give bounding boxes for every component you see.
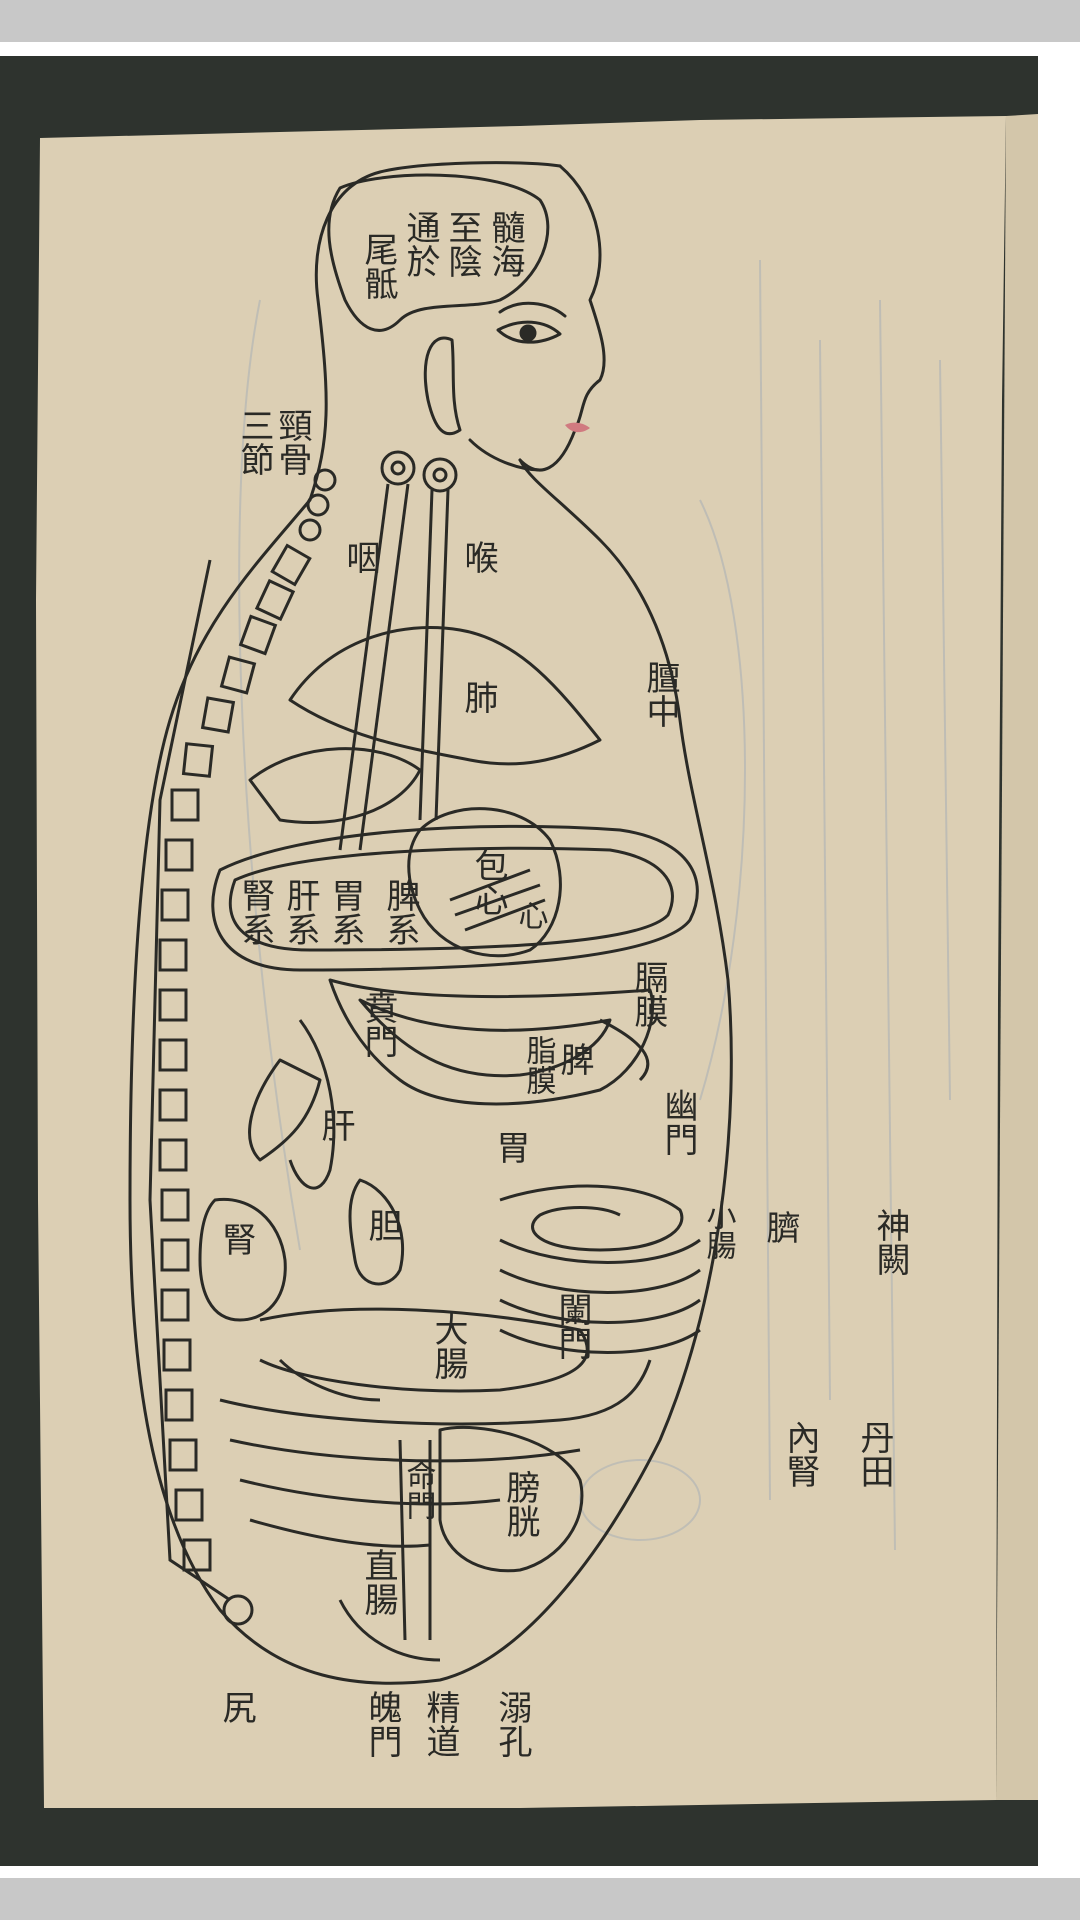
label-pi-xi: 脾系 [380,878,420,946]
next-page-edge [996,114,1038,1800]
bottom-white-strip [0,1866,1080,1878]
label-ni-kong: 溺孔 [492,1690,532,1758]
label-qi: 臍 [760,1210,800,1244]
label-gan: 肝 [315,1108,355,1142]
label-you-men: 幽門 [658,1088,698,1156]
label-wei-xi: 胃系 [325,878,365,946]
lips [565,422,590,433]
right-white-strip [1038,56,1080,1866]
top-gray-band [0,0,1080,42]
label-lan-men: 闌門 [552,1292,592,1360]
label-hou: 喉 [458,540,498,574]
top-white-strip [0,42,1080,56]
label-wei: 胃 [490,1130,530,1164]
label-sui-hai: 髓海 [485,210,525,278]
label-jing-gu: 頸骨 [272,408,312,476]
spine [148,468,337,1626]
organ-labels: 髓海 至陰 通於 尾骶 頸骨 三節 咽 喉 肺 膻中 包心 心 脾系 胃系 肝系… [216,210,910,1758]
label-fei: 肺 [458,680,498,714]
label-shen-que: 神闕 [870,1208,910,1276]
label-ming-men: 命門 [401,1460,436,1520]
organs [198,450,701,1662]
label-tong-yu: 通於 [400,210,440,278]
label-zhi-mo: 脂膜 [521,1035,557,1095]
label-dan-tian: 丹田 [854,1420,894,1488]
label-pang-guang: 膀胱 [500,1470,540,1538]
label-kao: 尻 [216,1690,256,1724]
label-xiao-chang: 小腸 [701,1200,737,1260]
label-wei-di: 尾骶 [358,232,398,300]
label-po-men: 魄門 [362,1690,402,1758]
label-ben-men: 賁門 [358,990,398,1058]
body-outline [128,161,733,1685]
label-zhi-chang: 直腸 [358,1548,398,1616]
label-yan: 咽 [340,540,380,574]
label-nei-shen: 內腎 [780,1420,820,1488]
label-jing-dao: 精道 [420,1690,460,1758]
label-ge-mo: 膈膜 [628,960,668,1028]
label-xin: 心 [513,900,548,930]
label-bao-xin: 包心 [468,848,508,916]
bottom-gray-band [0,1878,1080,1920]
label-shen: 腎 [216,1222,256,1256]
bleed-through-marks [238,259,951,1551]
label-zhi-yin: 至陰 [442,210,482,278]
label-shen-xi: 腎系 [235,878,275,946]
label-san-jie: 三節 [234,408,274,476]
label-pi: 脾 [554,1042,594,1076]
label-dan: 胆 [362,1208,402,1242]
label-da-chang: 大腸 [428,1312,468,1380]
label-tan-zhong: 膻中 [640,660,680,728]
label-gan-xi: 肝系 [280,878,320,946]
